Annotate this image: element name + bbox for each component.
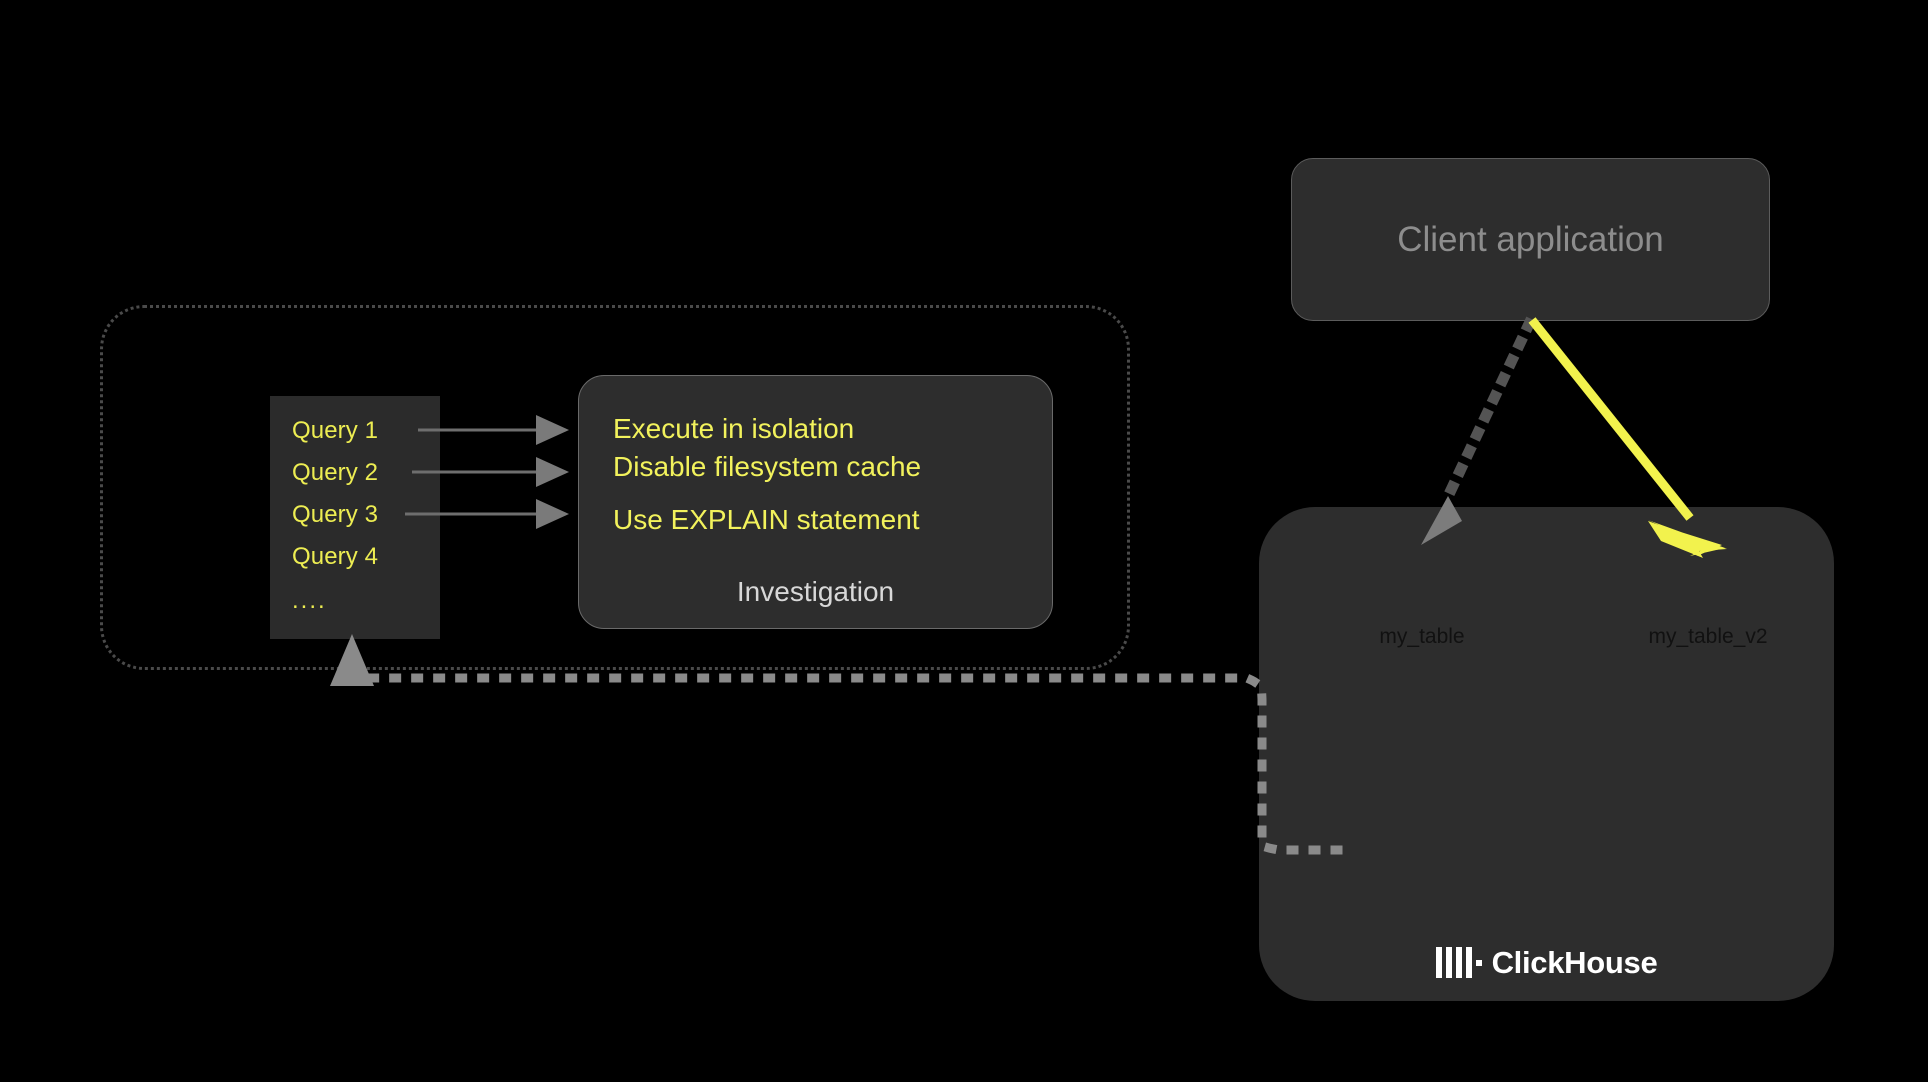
clickhouse-logo: ClickHouse xyxy=(1259,945,1834,981)
dotted-path-logs-to-queries xyxy=(347,645,1343,855)
investigation-box: Execute in isolation Disable filesystem … xyxy=(578,375,1053,629)
list-item-ellipsis: .... xyxy=(292,587,327,614)
investigation-caption: Investigation xyxy=(736,576,895,607)
investigation-step-2: Disable filesystem cache xyxy=(613,451,922,482)
clickhouse-wordmark: ClickHouse xyxy=(1491,945,1658,980)
client-application-label: Client application xyxy=(1397,219,1664,259)
dotted-line-client-my-table xyxy=(1436,316,1537,513)
investigation-step-3: Use EXPLAIN statement xyxy=(613,504,920,535)
clickhouse-container: ClickHouse xyxy=(1259,507,1834,1001)
list-item-query-4[interactable]: Query 4 xyxy=(292,543,379,570)
clickhouse-bars-icon xyxy=(1435,947,1483,978)
table-my-table-label: my_table xyxy=(1379,625,1465,648)
investigation-step-1: Execute in isolation xyxy=(613,413,855,444)
list-item-query-2[interactable]: Query 2 xyxy=(292,459,379,486)
list-item-query-3[interactable]: Query 3 xyxy=(292,501,379,528)
list-item-query-1[interactable]: Query 1 xyxy=(292,417,379,444)
investigation-steps: Execute in isolation Disable filesystem … xyxy=(613,410,1032,539)
client-application-box: Client application xyxy=(1291,158,1770,321)
query-list-panel[interactable]: Query 1 Query 2 Query 3 Query 4 .... xyxy=(270,396,440,639)
table-my-table-v2-label: my_table_v2 xyxy=(1648,625,1768,648)
yellow-line-client-v2 xyxy=(1528,317,1694,521)
